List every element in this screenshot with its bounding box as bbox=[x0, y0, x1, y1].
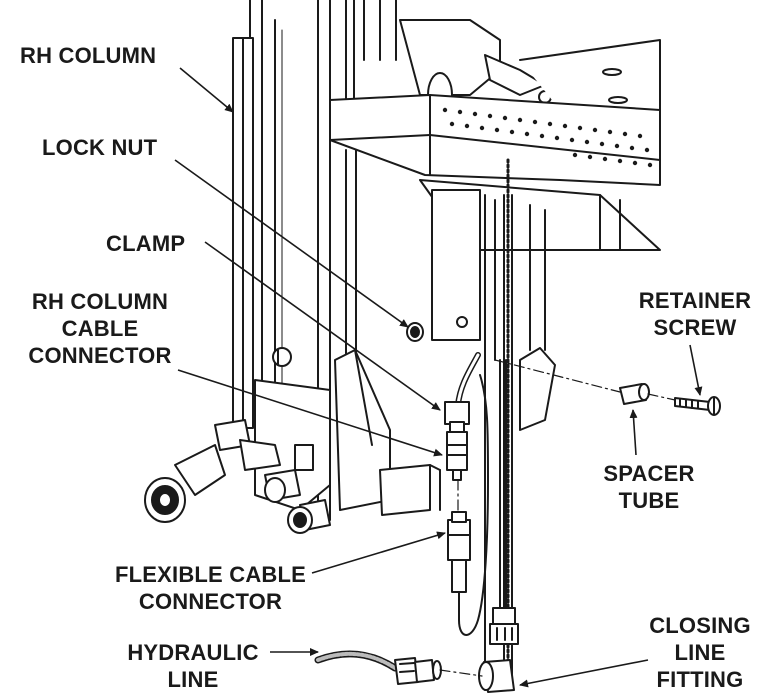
leader-flexible-cable-connector bbox=[311, 531, 446, 574]
label-rh-column: RH COLUMN bbox=[20, 43, 157, 68]
lower-plate bbox=[334, 347, 556, 516]
flexible-cable-connector-part bbox=[447, 374, 489, 636]
label-rh-column-cable-connector: RH COLUMN CABLE CONNECTOR bbox=[28, 289, 172, 368]
hydraulic-line-part bbox=[314, 650, 442, 685]
leader-clamp bbox=[204, 241, 441, 411]
closing-line-fitting-part bbox=[478, 607, 519, 693]
deck-perforations bbox=[442, 107, 653, 168]
label-flexible-cable-connector: FLEXIBLE CABLE CONNECTOR bbox=[114, 562, 307, 614]
rh-column-cable-connector-part bbox=[444, 352, 481, 481]
rh-column-part bbox=[232, 0, 283, 429]
label-hydraulic-line: HYDRAULIC LINE bbox=[127, 640, 259, 692]
leader-rh-column bbox=[179, 67, 234, 113]
leader-lock-nut bbox=[174, 159, 409, 328]
label-spacer-tube: SPACER TUBE bbox=[603, 461, 695, 513]
leader-retainer-screw bbox=[689, 344, 703, 396]
retainer-screw-part bbox=[674, 396, 721, 416]
carriage-top bbox=[399, 19, 661, 121]
quick-coupler bbox=[144, 444, 226, 523]
center-column bbox=[431, 158, 546, 692]
elbow-fittings bbox=[264, 469, 331, 534]
lock-nut-part bbox=[406, 322, 424, 342]
leader-spacer-tube bbox=[629, 409, 638, 456]
center-lines bbox=[439, 359, 676, 677]
label-clamp: CLAMP bbox=[106, 231, 186, 256]
label-lock-nut: LOCK NUT bbox=[42, 135, 158, 160]
label-closing-line-fitting: CLOSING LINE FITTING bbox=[649, 613, 751, 692]
label-retainer-screw: RETAINER SCREW bbox=[638, 288, 752, 340]
spacer-tube-part bbox=[619, 383, 650, 405]
steel-line bbox=[499, 359, 507, 611]
leader-lines bbox=[174, 67, 703, 688]
leader-rh-column-cable-connector bbox=[177, 369, 443, 457]
leader-closing-line-fitting bbox=[519, 659, 649, 688]
